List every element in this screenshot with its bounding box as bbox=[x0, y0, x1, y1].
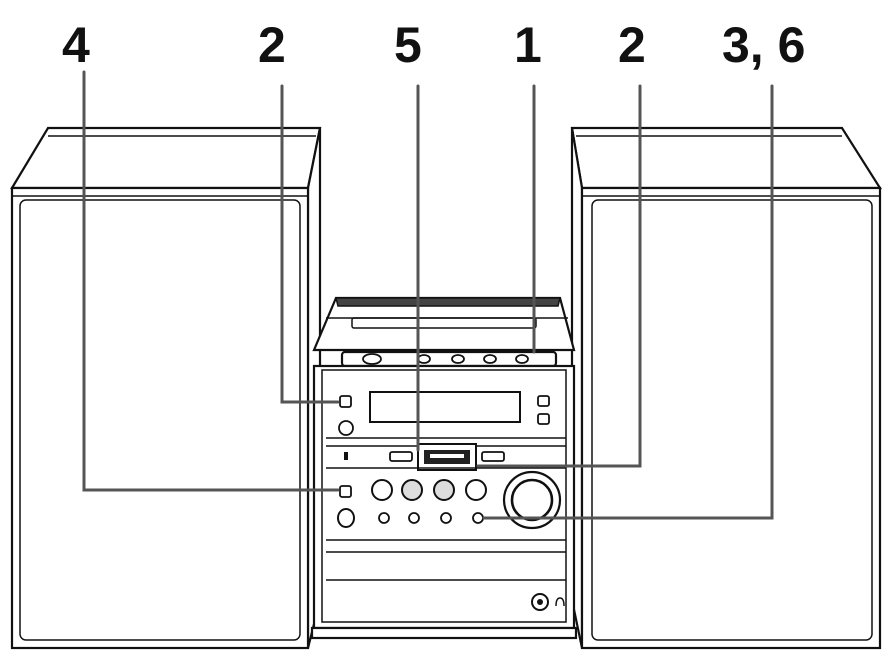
callout-2-right: 2 bbox=[618, 17, 646, 73]
top-button-3[interactable] bbox=[451, 354, 465, 364]
power-button[interactable] bbox=[339, 395, 352, 408]
callout-3-6: 3, 6 bbox=[722, 17, 805, 73]
callout-2-left: 2 bbox=[258, 17, 286, 73]
callout-4: 4 bbox=[62, 17, 90, 73]
round-button-2[interactable] bbox=[401, 479, 423, 501]
top-button-2[interactable] bbox=[417, 354, 431, 364]
sensor-icon bbox=[338, 420, 354, 436]
tape-button-left[interactable] bbox=[389, 451, 413, 462]
right-square-button-2[interactable] bbox=[537, 413, 550, 425]
display-window bbox=[369, 391, 521, 423]
round-button-1[interactable] bbox=[371, 479, 393, 501]
callout-5: 5 bbox=[394, 17, 422, 73]
round-button-4[interactable] bbox=[465, 479, 487, 501]
tape-button-right[interactable] bbox=[481, 451, 505, 462]
top-button-4[interactable] bbox=[483, 354, 497, 364]
main-unit bbox=[310, 296, 578, 640]
small-button-2[interactable] bbox=[408, 512, 420, 524]
right-square-button-1[interactable] bbox=[537, 395, 550, 407]
top-buttons bbox=[362, 353, 529, 365]
top-button-5[interactable] bbox=[515, 354, 529, 364]
small-button-1[interactable] bbox=[378, 512, 390, 524]
oval-button[interactable] bbox=[337, 508, 355, 528]
right-speaker bbox=[570, 126, 882, 650]
small-button-4[interactable] bbox=[472, 512, 484, 524]
small-button-3[interactable] bbox=[440, 512, 452, 524]
headphone-icon bbox=[555, 597, 565, 607]
function-button[interactable] bbox=[339, 485, 352, 498]
open-close-button[interactable] bbox=[362, 353, 382, 365]
left-speaker bbox=[10, 126, 322, 650]
round-button-3[interactable] bbox=[433, 479, 455, 501]
leader-lines bbox=[82, 70, 774, 520]
callout-1: 1 bbox=[514, 17, 542, 73]
